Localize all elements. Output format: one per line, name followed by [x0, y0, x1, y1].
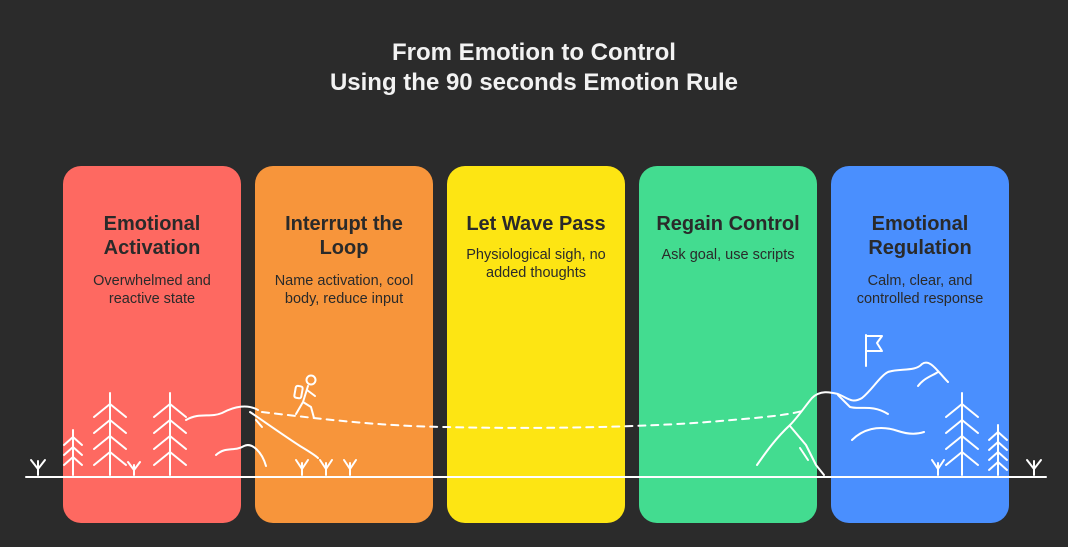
stage-card-emotional-activation: Emotional Activation Overwhelmed and rea… — [63, 166, 241, 523]
stage-description: Physiological sigh, no added thoughts — [466, 247, 606, 281]
stage-card-regain-control: Regain Control Ask goal, use scripts — [639, 166, 817, 523]
stage-title: Regain Control — [656, 213, 800, 235]
stage-title: Emotional Activation — [103, 213, 201, 259]
stage-description: Overwhelmed and reactive state — [93, 273, 211, 307]
stage-title: Interrupt the Loop — [285, 213, 403, 259]
stage-card-interrupt-the-loop: Interrupt the Loop Name activation, cool… — [255, 166, 433, 523]
title-line-1: From Emotion to Control — [392, 39, 676, 66]
stage-description: Calm, clear, and controlled response — [856, 273, 984, 307]
stage-card-let-wave-pass: Let Wave Pass Physiological sigh, no add… — [447, 166, 625, 523]
diagram-title: From Emotion to Control Using the 90 sec… — [0, 38, 1068, 98]
grass-icon — [1026, 459, 1042, 476]
title-line-2: Using the 90 seconds Emotion Rule — [329, 69, 739, 96]
grass-icon — [30, 459, 46, 476]
stage-card-emotional-regulation: Emotional Regulation Calm, clear, and co… — [831, 166, 1009, 523]
stage-description: Ask goal, use scripts — [661, 247, 795, 263]
stage-title: Let Wave Pass — [466, 213, 606, 235]
stage-description: Name activation, cool body, reduce input — [274, 273, 414, 307]
stage-title: Emotional Regulation — [868, 213, 972, 259]
